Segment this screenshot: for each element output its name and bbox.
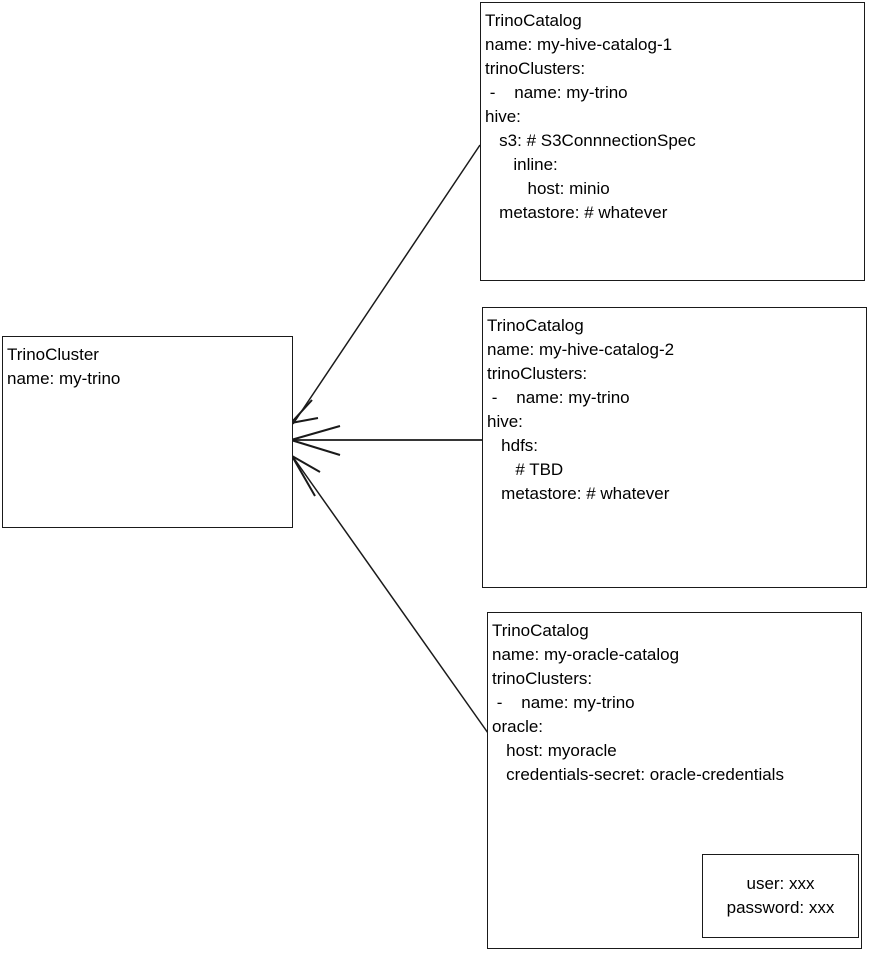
node-trino-catalog-oracle-body: TrinoCatalog name: my-oracle-catalog tri… [488,613,861,787]
yaml-line: name: my-oracle-catalog [492,645,680,664]
node-credentials-secret[interactable]: user: xxx password: xxx [702,854,859,938]
yaml-line: credentials-secret: oracle-credentials [492,765,784,784]
yaml-line: trinoClusters: [487,364,588,383]
yaml-line: host: minio [485,179,610,198]
yaml-line: - name: my-trino [492,693,635,712]
yaml-line: name: my-trino [7,369,121,388]
yaml-line: oracle: [492,717,544,736]
node-trino-catalog-hive-1[interactable]: TrinoCatalog name: my-hive-catalog-1 tri… [480,2,865,281]
yaml-line: metastore: # whatever [485,203,668,222]
node-trino-catalog-hive-2[interactable]: TrinoCatalog name: my-hive-catalog-2 tri… [482,307,867,588]
yaml-line: host: myoracle [492,741,617,760]
edge-oracle-to-cluster [291,455,489,734]
node-trino-cluster-body: TrinoCluster name: my-trino [3,337,292,391]
yaml-line: # TBD [487,460,564,479]
arrowhead-icon [290,399,319,424]
yaml-line: name: my-hive-catalog-1 [485,35,673,54]
node-trino-catalog-oracle[interactable]: TrinoCatalog name: my-oracle-catalog tri… [487,612,862,949]
yaml-line: TrinoCatalog [487,316,584,335]
yaml-line: metastore: # whatever [487,484,670,503]
edge-hive-1-line [292,144,481,425]
edge-oracle-line [292,456,489,734]
yaml-line: trinoClusters: [485,59,586,78]
edge-hive-2-to-cluster [290,425,482,456]
yaml-line: name: my-hive-catalog-2 [487,340,675,359]
yaml-line: hive: [485,107,521,126]
yaml-line: hdfs: [487,436,539,455]
node-trino-catalog-hive-1-body: TrinoCatalog name: my-hive-catalog-1 tri… [481,3,864,225]
credentials-user-line: user: xxx [746,874,815,893]
yaml-line: trinoClusters: [492,669,593,688]
yaml-line: - name: my-trino [487,388,630,407]
yaml-line: s3: # S3ConnnectionSpec [485,131,696,150]
yaml-line: TrinoCluster [7,345,99,364]
node-trino-cluster[interactable]: TrinoCluster name: my-trino [2,336,293,528]
yaml-line: - name: my-trino [485,83,628,102]
edge-hive-1-to-cluster [290,144,481,425]
node-trino-catalog-hive-2-body: TrinoCatalog name: my-hive-catalog-2 tri… [483,308,866,506]
arrowhead-icon [290,425,341,456]
yaml-line: TrinoCatalog [485,11,582,30]
yaml-line: hive: [487,412,523,431]
arrowhead-icon [291,455,321,497]
yaml-line: inline: [485,155,558,174]
yaml-line: TrinoCatalog [492,621,589,640]
credentials-password-line: password: xxx [726,898,835,917]
